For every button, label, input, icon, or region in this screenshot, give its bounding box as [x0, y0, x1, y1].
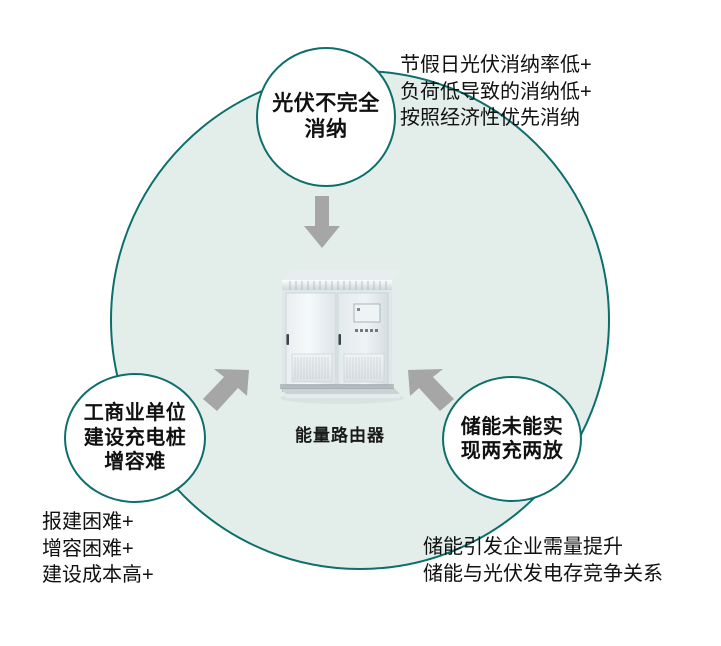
node-top-label: 光伏不完全 消纳 [272, 92, 380, 141]
arrow-up-right-icon [197, 366, 255, 423]
node-left-label: 工商业单位 建设充电桩 增容难 [83, 402, 187, 474]
node-storage-charge-discharge[interactable]: 储能未能实 现两充两放 [442, 376, 582, 502]
node-photovoltaic-consumption[interactable]: 光伏不完全 消纳 [256, 47, 396, 187]
annotation-photovoltaic-causes: 节假日光伏消纳率低+ 负荷低导致的消纳低+ 按照经济性优先消纳 [400, 54, 592, 130]
annotation-storage-causes: 储能引发企业需量提升 储能与光伏发电存竞争关系 [423, 536, 663, 585]
annotation-charging-pile-causes: 报建困难+ 增容困难+ 建设成本高+ [42, 511, 154, 587]
arrow-up-left-icon [402, 366, 460, 423]
energy-router-device-image [250, 250, 430, 410]
node-right-label: 储能未能实 现两充两放 [460, 415, 564, 462]
center-device-label: 能量路由器 [295, 426, 385, 445]
node-charging-pile-capacity[interactable]: 工商业单位 建设充电桩 增容难 [64, 373, 206, 503]
arrow-down-icon [300, 196, 344, 257]
